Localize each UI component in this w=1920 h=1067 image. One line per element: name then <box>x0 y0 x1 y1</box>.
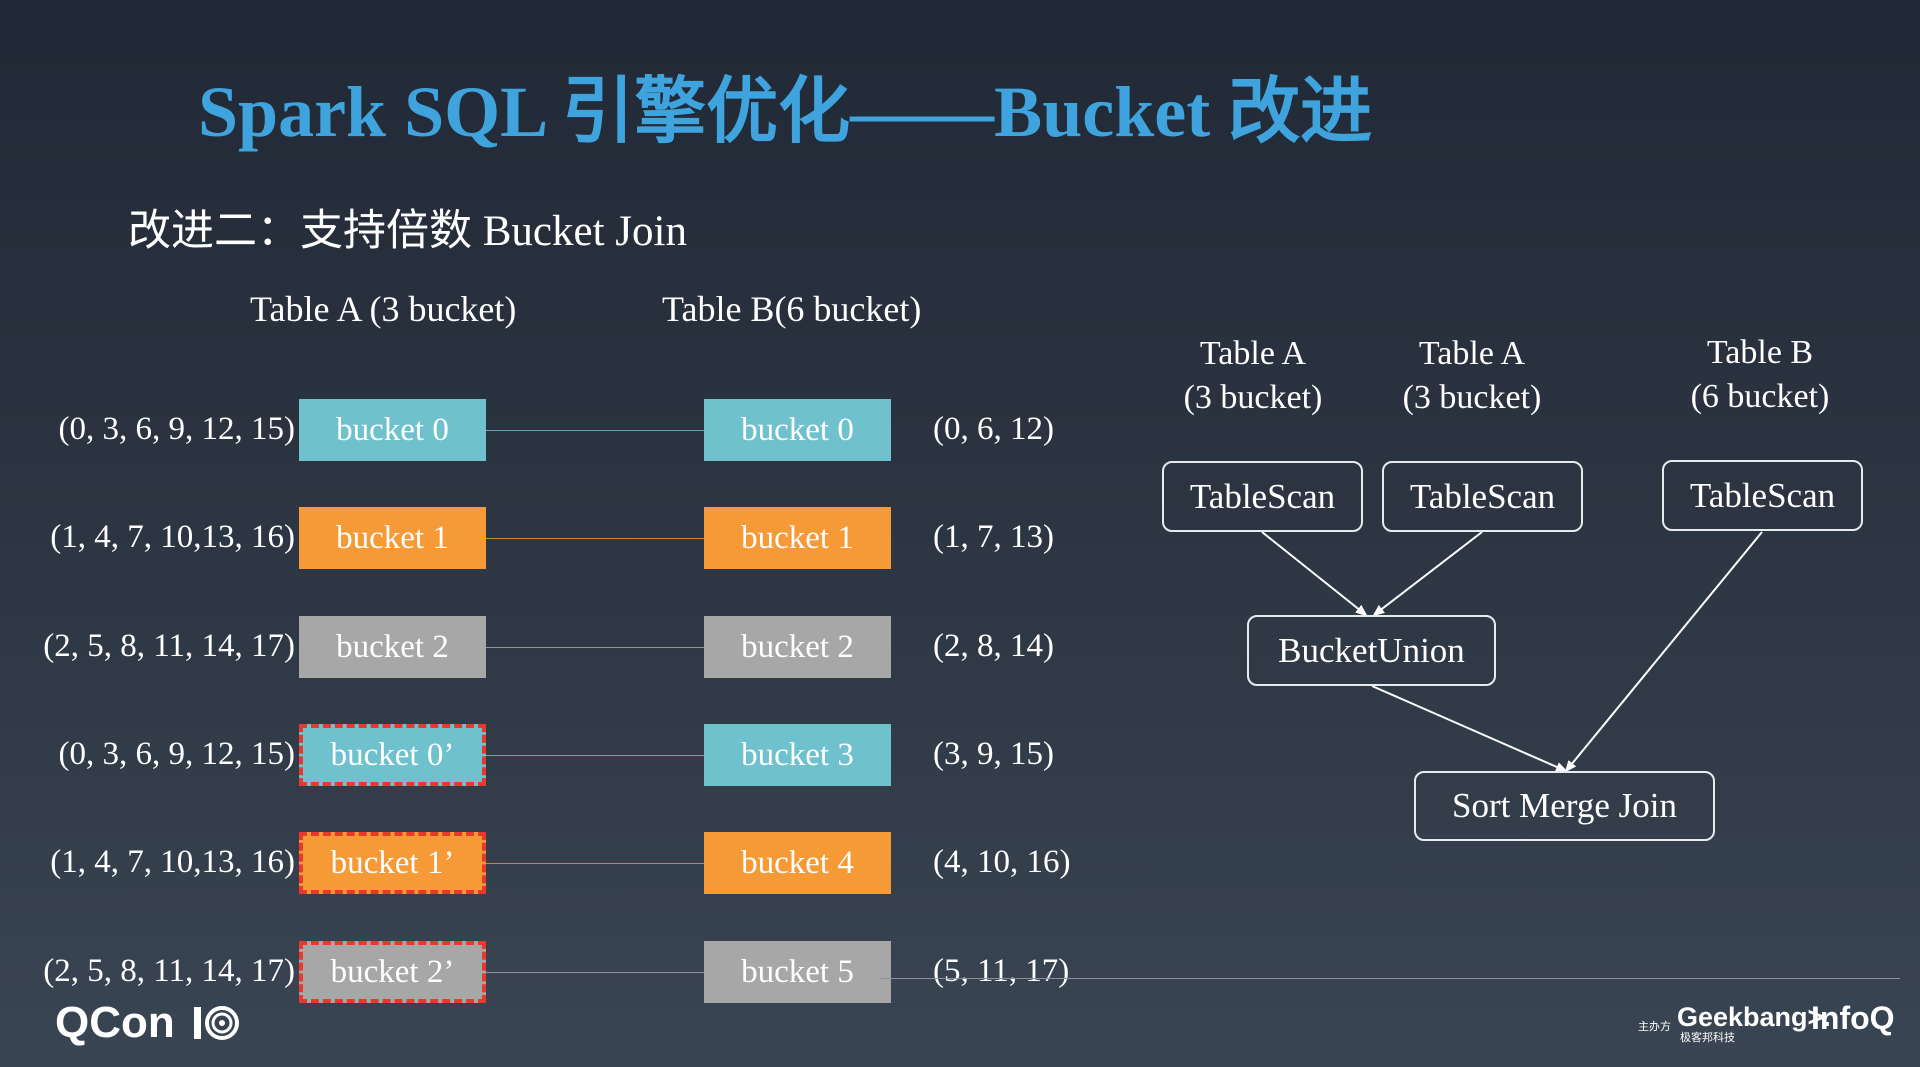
bucket-link <box>486 755 704 756</box>
table-b-bucket: bucket 2 <box>704 616 891 678</box>
arrow-union-to-join <box>1371 685 1568 772</box>
table-a-values: (1, 4, 7, 10,13, 16) <box>50 844 295 880</box>
table-a-bucket: bucket 1’ <box>299 832 486 894</box>
plan-label-table-a-1: Table A (3 bucket) <box>1153 332 1353 420</box>
table-b-values: (0, 6, 12) <box>933 411 1054 447</box>
bucket-link <box>486 863 704 864</box>
geekbang-sublabel: 极客邦科技 <box>1680 1031 1735 1044</box>
table-b-values: (5, 11, 17) <box>933 953 1070 989</box>
plan-label-line2: (3 bucket) <box>1402 379 1542 416</box>
table-b-bucket: bucket 3 <box>704 724 891 786</box>
arrow-scan-a1-to-union <box>1261 531 1368 617</box>
plan-label-table-b: Table B (6 bucket) <box>1660 331 1860 419</box>
footer-divider <box>880 978 1900 979</box>
tablescan-node-a2: TableScan <box>1382 461 1583 532</box>
plan-label-table-a-2: Table A (3 bucket) <box>1372 332 1572 420</box>
plan-label-line1: Table A <box>1418 335 1526 372</box>
geekbang-logo: Geekbang>. <box>1677 1002 1831 1032</box>
table-a-values: (0, 3, 6, 9, 12, 15) <box>58 411 295 447</box>
slide-title: Spark SQL 引擎优化——Bucket 改进 <box>198 72 1373 152</box>
table-b-values: (1, 7, 13) <box>933 519 1054 555</box>
plan-label-line2: (6 bucket) <box>1690 378 1830 415</box>
table-a-values: (0, 3, 6, 9, 12, 15) <box>58 736 295 772</box>
arrow-scan-a2-to-union <box>1372 531 1483 617</box>
qcon-logo: QCon <box>55 998 175 1047</box>
arrow-scan-b-to-join <box>1564 531 1763 773</box>
table-b-bucket: bucket 0 <box>704 399 891 461</box>
sort-merge-join-node: Sort Merge Join <box>1414 771 1715 841</box>
bucket-link <box>486 538 704 539</box>
table-a-bucket: bucket 2’ <box>299 941 486 1003</box>
qcon-10-logo-icon <box>194 1006 239 1040</box>
bucket-link <box>486 430 704 431</box>
tablescan-node-b: TableScan <box>1662 460 1863 531</box>
bucketunion-node: BucketUnion <box>1247 615 1496 686</box>
bucket-link <box>486 647 704 648</box>
sponsor-label: 主办方 <box>1638 1020 1671 1033</box>
plan-label-line2: (3 bucket) <box>1183 379 1323 416</box>
table-b-bucket: bucket 1 <box>704 507 891 569</box>
bucket-link <box>486 972 704 973</box>
table-a-bucket: bucket 2 <box>299 616 486 678</box>
table-a-bucket: bucket 0 <box>299 399 486 461</box>
table-a-values: (2, 5, 8, 11, 14, 17) <box>43 628 295 664</box>
table-b-bucket: bucket 5 <box>704 941 891 1003</box>
plan-label-line1: Table A <box>1199 335 1307 372</box>
table-a-values: (2, 5, 8, 11, 14, 17) <box>43 953 295 989</box>
table-b-values: (2, 8, 14) <box>933 628 1054 664</box>
table-a-bucket: bucket 0’ <box>299 724 486 786</box>
tablescan-node-a1: TableScan <box>1162 461 1363 532</box>
table-a-bucket: bucket 1 <box>299 507 486 569</box>
table-b-bucket: bucket 4 <box>704 832 891 894</box>
table-b-values: (3, 9, 15) <box>933 736 1054 772</box>
table-a-header: Table A (3 bucket) <box>250 289 517 329</box>
slide-subtitle: 改进二：支持倍数 Bucket Join <box>128 208 687 255</box>
table-b-header: Table B(6 bucket) <box>662 289 922 329</box>
table-b-values: (4, 10, 16) <box>933 844 1071 880</box>
plan-label-line1: Table B <box>1706 334 1814 371</box>
table-a-values: (1, 4, 7, 10,13, 16) <box>50 519 295 555</box>
infoq-logo: InfoQ <box>1811 1000 1895 1036</box>
